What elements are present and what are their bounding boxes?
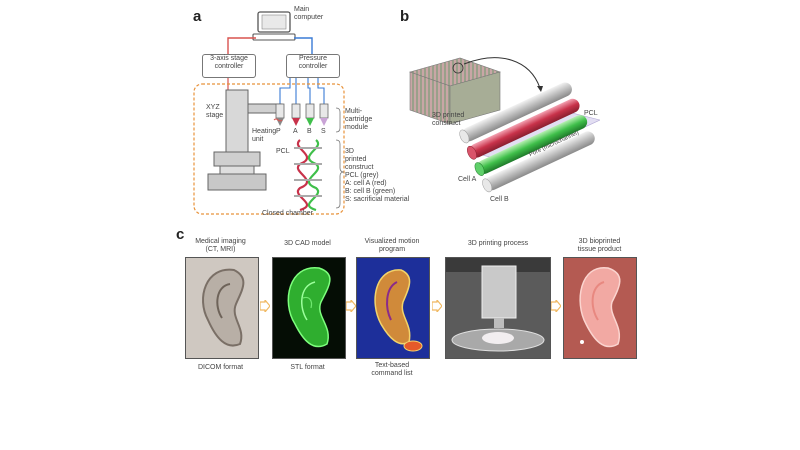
cartridge-label-a: A bbox=[293, 128, 298, 135]
step-3-bottom-label: Text-based command list bbox=[371, 362, 413, 377]
closed-chamber-label: Closed chamber bbox=[262, 210, 313, 217]
panel-a-letter: a bbox=[193, 8, 202, 25]
pcl-label-a: PCL bbox=[276, 148, 290, 155]
motion-program-icon bbox=[357, 258, 429, 358]
step-5-image bbox=[563, 257, 637, 359]
step-1-bottom-label: DICOM format bbox=[197, 364, 244, 371]
pcl-cylinder-top bbox=[461, 82, 572, 142]
ear-scan-icon bbox=[186, 258, 258, 358]
cable-pressure bbox=[294, 37, 313, 54]
step-2-image bbox=[272, 257, 346, 359]
step-2-top-label: 3D CAD model bbox=[284, 240, 331, 247]
ear-cad-model-icon bbox=[273, 258, 345, 358]
pressure-controller-box: Pressure controller bbox=[286, 54, 340, 78]
braided-construct-icon bbox=[294, 139, 322, 212]
step-5-top-label: 3D bioprinted tissue product bbox=[577, 238, 622, 253]
step-arrow-1-icon bbox=[260, 300, 270, 312]
xyz-stage-label: XYZ stage bbox=[206, 104, 224, 119]
zoom-arrow bbox=[463, 57, 541, 89]
printing-process-icon bbox=[446, 258, 550, 358]
panel-a-drawing bbox=[193, 11, 345, 215]
cell-b-cylinder bbox=[477, 115, 588, 174]
keyboard-icon bbox=[252, 33, 296, 41]
multi-cartridge-label: Multi- cartridge module bbox=[345, 108, 373, 131]
step-2-bottom-label: STL format bbox=[290, 364, 325, 371]
step-3-top-label: Visualized motion program bbox=[364, 238, 420, 253]
heating-unit-label: Heating unit bbox=[252, 128, 277, 143]
pcl-label-b: PCL bbox=[584, 110, 598, 117]
panel-b-drawing bbox=[409, 57, 600, 193]
stage-controller-box: 3-axis stage controller bbox=[202, 54, 256, 78]
step-4-top-label: 3D printing process bbox=[467, 240, 529, 247]
step-1-image bbox=[185, 257, 259, 359]
printed-construct-label: 3D printed construct bbox=[432, 112, 465, 127]
panel-c-letter: c bbox=[176, 226, 185, 243]
pcl-cylinder-bottom bbox=[484, 131, 595, 191]
panel-b-letter: b bbox=[400, 8, 410, 25]
step-arrow-2-icon bbox=[346, 300, 356, 312]
cartridge-label-b: B bbox=[307, 128, 312, 135]
step-4-image bbox=[445, 257, 551, 359]
closed-chamber-outline bbox=[193, 83, 345, 215]
step-arrow-3-icon bbox=[432, 300, 442, 312]
cell-a-cylinder bbox=[469, 98, 580, 158]
main-computer-label: Main computer bbox=[294, 6, 324, 21]
cable-stage bbox=[227, 37, 256, 54]
step-arrow-4-icon bbox=[551, 300, 561, 312]
cartridge-label-s: S bbox=[321, 128, 326, 135]
construct-description: 3D printed construct PCL (grey) A: cell … bbox=[345, 148, 410, 203]
step-1-top-label: Medical imaging (CT, MRI) bbox=[195, 238, 246, 253]
cell-a-label: Cell A bbox=[458, 176, 477, 183]
step-3-image bbox=[356, 257, 430, 359]
bioprinted-ear-icon bbox=[564, 258, 636, 358]
cell-b-label: Cell B bbox=[490, 196, 509, 203]
cartridge-label-p: P bbox=[276, 128, 281, 135]
